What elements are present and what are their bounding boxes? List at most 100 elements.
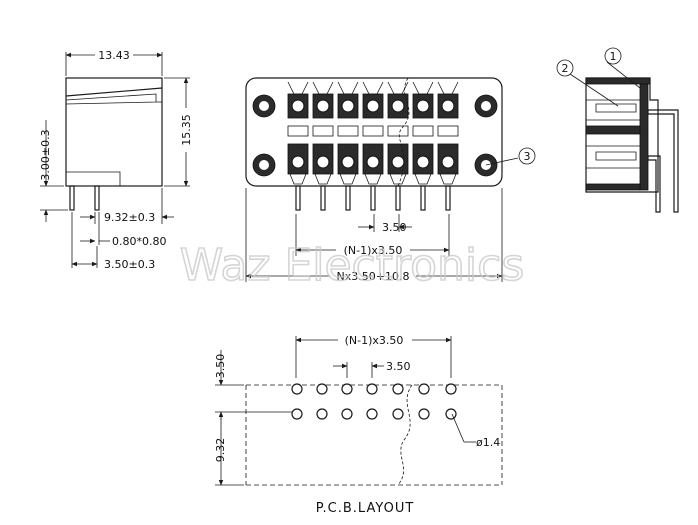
pcb-hole-top	[445, 383, 457, 395]
contact-bottom-tab	[339, 173, 357, 185]
side-latch-line	[65, 87, 163, 97]
section-divider	[585, 125, 641, 135]
contact-mid-slot	[387, 125, 409, 137]
callout-1-label: 1	[610, 50, 617, 63]
watermark-text: Waz Electronics	[180, 240, 525, 291]
pcb-hole-top	[392, 383, 404, 395]
callout-2-circle	[556, 59, 574, 77]
contact-lower-screw	[366, 155, 380, 169]
front-pin	[345, 185, 351, 211]
front-dim-pitch: 3.50	[382, 221, 407, 234]
callout-2-label: 2	[562, 62, 569, 75]
contact-upper-screw	[391, 99, 405, 113]
pcb-hole-bottom	[291, 408, 303, 420]
pcb-hole-top	[341, 383, 353, 395]
contact-top-tab	[362, 81, 384, 95]
pcb-dim-edge: 9.32	[214, 438, 227, 463]
contact-upper-screw	[291, 99, 305, 113]
front-dim-span: (N-1)x3.50	[344, 244, 403, 257]
callout-3-label: 3	[524, 150, 531, 163]
section-pin-lower	[647, 155, 661, 213]
mount-screw-top-left	[252, 94, 276, 118]
contact-mid-slot	[412, 125, 434, 137]
pcb-hole-array	[291, 383, 457, 420]
contact-bottom-tab	[439, 173, 457, 185]
pcb-hole-bottom	[445, 408, 457, 420]
pcb-dim-pitch: 3.50	[386, 360, 411, 373]
front-pins	[295, 185, 451, 211]
pcb-dim-hole: ø1.4	[476, 436, 500, 449]
contact-bottom-tab	[364, 173, 382, 185]
front-pin	[445, 185, 451, 211]
section-view: 1 2	[556, 47, 679, 213]
side-latch-tip	[156, 77, 163, 103]
side-latch-inner	[65, 93, 157, 105]
pcb-layout: (N-1)x3.50 3.50 3.50 9.32 ø1.4 P.C.B.LAY…	[214, 334, 503, 516]
section-rear-wall	[639, 83, 649, 191]
mount-screw-bottom-left	[252, 153, 276, 177]
pcb-hole-bottom	[418, 408, 430, 420]
pcb-hole-top	[291, 383, 303, 395]
contact-top-tab	[312, 81, 334, 95]
pcb-hole-bottom	[316, 408, 328, 420]
contact-array	[287, 81, 459, 185]
section-upper-contact	[595, 103, 637, 113]
side-ledge	[66, 171, 121, 186]
side-dim-pitch: 3.50±0.3	[104, 258, 155, 271]
contact-upper-screw	[341, 99, 355, 113]
front-pin	[320, 185, 326, 211]
callout-1-circle	[604, 47, 622, 65]
contact-lower-screw	[341, 155, 355, 169]
contact-upper-screw	[366, 99, 380, 113]
front-break-line	[397, 77, 410, 187]
front-pin	[420, 185, 426, 211]
mount-screw-top-right	[474, 94, 498, 118]
contact-top-tab	[287, 81, 309, 95]
contact-top-tab	[412, 81, 434, 95]
contact-lower-screw	[391, 155, 405, 169]
pcb-hole-bottom	[341, 408, 353, 420]
callout-3-circle	[518, 147, 536, 165]
pcb-break-line	[397, 384, 413, 486]
side-dim-width: 13.43	[98, 49, 130, 62]
pcb-hole-bottom	[366, 408, 378, 420]
pcb-dim-span: (N-1)x3.50	[345, 334, 404, 347]
pcb-hole-top	[418, 383, 430, 395]
section-lower-contact	[595, 151, 637, 161]
contact-bottom-tab	[289, 173, 307, 185]
contact-mid-slot	[437, 125, 459, 137]
pcb-dim-row-gap: 3.50	[214, 354, 227, 379]
contact-top-tab	[437, 81, 459, 95]
side-view: 13.43 15.35 3.00±0.3 9.32±0.3 0.80*0.80 …	[39, 49, 193, 271]
pcb-hole-bottom	[392, 408, 404, 420]
section-pin-upper	[647, 109, 679, 213]
side-dim-pin: 0.80*0.80	[112, 235, 166, 248]
pcb-hole-top	[366, 383, 378, 395]
contact-mid-slot	[362, 125, 384, 137]
section-top-wall	[585, 77, 651, 85]
front-pin	[295, 185, 301, 211]
contact-mid-slot	[337, 125, 359, 137]
contact-lower-screw	[416, 155, 430, 169]
contact-upper-screw	[316, 99, 330, 113]
contact-lower-screw	[316, 155, 330, 169]
side-body-outline	[65, 77, 163, 187]
contact-upper-screw	[441, 99, 455, 113]
front-pin	[370, 185, 376, 211]
contact-lower-screw	[441, 155, 455, 169]
side-pin-1	[69, 185, 75, 211]
side-dim-height: 15.35	[180, 114, 193, 146]
contact-upper-screw	[416, 99, 430, 113]
side-dim-offset: 9.32±0.3	[104, 211, 155, 224]
pcb-layout-title: P.C.B.LAYOUT	[316, 501, 415, 516]
contact-bottom-tab	[389, 173, 407, 185]
front-dim-total: Nx3.50+10.8	[337, 270, 410, 283]
side-dim-pin-height: 3.00±0.3	[39, 129, 52, 180]
front-view: 3 3.50 (N-1)x3.50 Nx3.50+10.8	[245, 77, 536, 283]
contact-mid-slot	[312, 125, 334, 137]
section-bottom-wall	[585, 183, 641, 191]
side-pin-2	[94, 185, 100, 211]
contact-lower-screw	[291, 155, 305, 169]
contact-mid-slot	[287, 125, 309, 137]
